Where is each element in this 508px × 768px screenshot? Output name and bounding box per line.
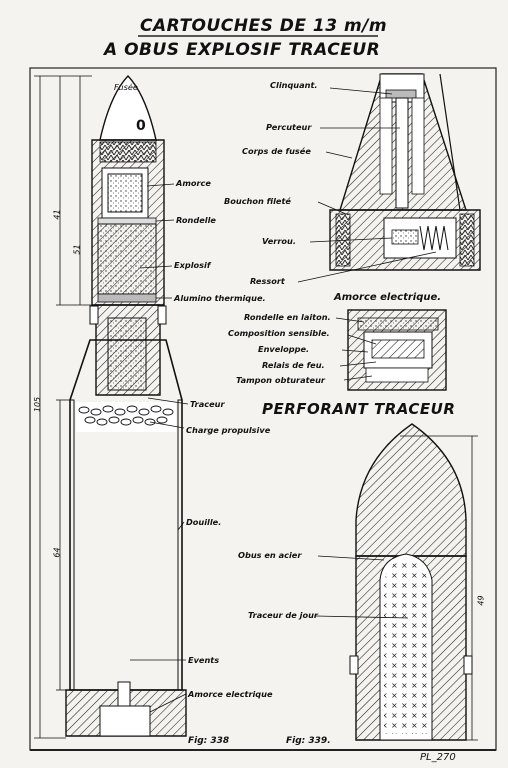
fuse-detail xyxy=(329,73,481,271)
label-enveloppe: Enveloppe. xyxy=(258,344,310,354)
label-obus-acier: Obus en acier xyxy=(238,550,302,560)
caption-fig-339: Fig: 339. xyxy=(286,736,331,746)
subtitle-perforant-traceur: PERFORANT TRACEUR xyxy=(262,400,456,418)
label-corps-fusee: Corps de fusée xyxy=(242,146,311,156)
label-verrou: Verrou. xyxy=(262,236,296,246)
label-fusee: Fusée xyxy=(114,82,138,92)
label-rondelle-laiton: Rondelle en laiton. xyxy=(244,312,331,322)
title-line-2: A OBUS EXPLOSIF TRACEUR xyxy=(104,40,381,60)
label-rondelle: Rondelle xyxy=(176,215,216,225)
heading-amorce-electrique: Amorce electrique. xyxy=(334,292,442,303)
label-relais: Relais de feu. xyxy=(262,360,325,370)
label-alumino: Alumino thermique. xyxy=(174,293,266,303)
label-tampon: Tampon obturateur xyxy=(236,375,325,385)
label-traceur-jour: Traceur de jour xyxy=(248,610,318,620)
fig339-projectile xyxy=(349,423,473,741)
label-traceur: Traceur xyxy=(190,399,225,409)
label-events: Events xyxy=(188,655,220,665)
fig338-cartridge xyxy=(65,74,187,737)
dim-105: 105 xyxy=(33,396,43,413)
dim-51: 51 xyxy=(72,244,82,255)
label-percuteur: Percuteur xyxy=(266,122,312,132)
label-amorce: Amorce xyxy=(176,178,211,188)
fuse-leaders xyxy=(297,87,437,283)
amorce-leaders xyxy=(335,317,377,381)
dim-64: 64 xyxy=(52,547,62,558)
caption-fig-338: Fig: 338 xyxy=(188,736,230,746)
label-ressort: Ressort xyxy=(250,276,285,286)
fig339-leaders xyxy=(315,555,409,619)
title-line-1: CARTOUCHES DE 13 m/m xyxy=(140,16,388,36)
fig338-leaders xyxy=(130,183,189,713)
label-explosif: Explosif xyxy=(174,260,211,270)
amorce-detail xyxy=(347,309,447,391)
plate-number: PL_270 xyxy=(420,752,456,763)
label-clinquant: Clinquant. xyxy=(270,80,318,90)
label-douille: Douille. xyxy=(186,517,222,527)
label-amorce-electrique: Amorce electrique xyxy=(188,689,273,699)
fuse-mark: 0 xyxy=(136,118,146,134)
dim-41: 41 xyxy=(52,209,62,220)
dim-49: 49 xyxy=(476,595,486,606)
label-composition: Composition sensible. xyxy=(228,328,330,338)
dimension-lines xyxy=(34,75,478,741)
label-charge: Charge propulsive xyxy=(186,425,271,435)
label-bouchon: Bouchon fileté xyxy=(224,196,291,206)
